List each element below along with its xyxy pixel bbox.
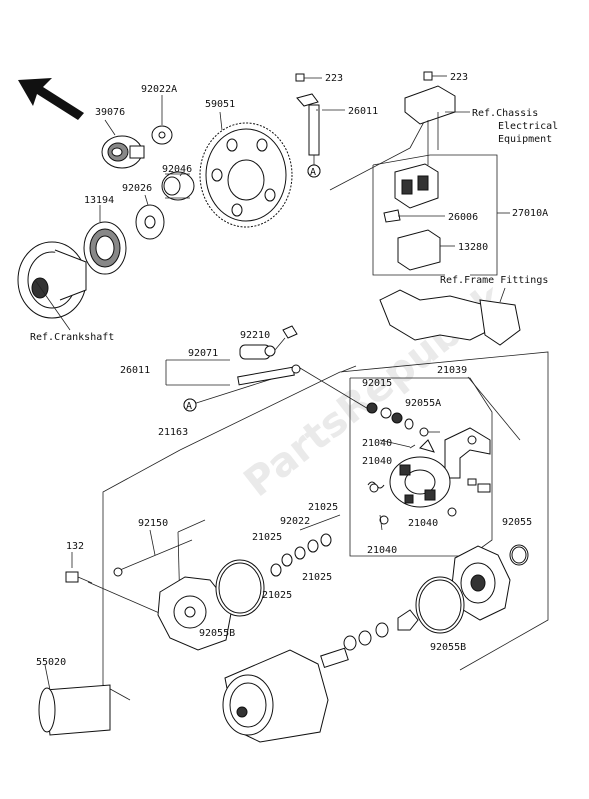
label-132: 132 [66, 541, 84, 552]
ref-chassis-line2: Electrical [498, 121, 558, 132]
brush-holder-plate-21039 [444, 427, 491, 493]
label-21025-d: 21025 [262, 590, 292, 601]
label-92055b-right: 92055B [430, 642, 466, 653]
bolt-223-right [423, 71, 447, 81]
callout-a-upper-label: A [310, 167, 316, 178]
starter-relay-26006 [383, 163, 445, 223]
o-ring-92055 [509, 544, 529, 566]
washers-92015 [366, 402, 440, 437]
o-ring-92055b-left [215, 559, 265, 617]
label-21163: 21163 [158, 427, 188, 438]
o-ring-92055b-right [415, 576, 465, 634]
label-21040-d: 21040 [367, 545, 397, 556]
callout-a-upper [307, 164, 321, 178]
armature-washers [343, 609, 419, 651]
one-way-clutch-13194 [83, 205, 127, 275]
label-92071: 92071 [188, 348, 218, 359]
end-cover-rear [157, 576, 233, 651]
ref-chassis-line1: Ref.Chassis [472, 108, 538, 119]
callout-a-lower [183, 398, 197, 412]
label-92210: 92210 [240, 330, 270, 341]
label-21040-b: 21040 [362, 456, 392, 467]
label-92022a: 92022A [141, 84, 177, 95]
label-21025-a: 21025 [308, 502, 338, 513]
label-21025-c: 21025 [302, 572, 332, 583]
front-arrow-icon [18, 78, 84, 120]
terminal-cap-92071 [239, 325, 298, 360]
label-26011-top: 26011 [348, 106, 378, 117]
ref-frame-fittings: Ref.Frame Fittings [440, 275, 548, 286]
callout-a-lower-label: A [186, 401, 192, 412]
label-92026: 92026 [122, 183, 152, 194]
springs-21040 [367, 439, 457, 531]
label-92055a: 92055A [405, 398, 441, 409]
label-92055: 92055 [502, 517, 532, 528]
label-92022: 92022 [280, 516, 310, 527]
bolt-223-left [295, 73, 322, 82]
flywheel-rotor [17, 241, 87, 331]
through-bolt-92150 [113, 529, 193, 577]
needle-bearing-92046 [161, 171, 195, 201]
relay-cover [404, 85, 470, 165]
label-39076: 39076 [95, 107, 125, 118]
brush-assembly [389, 439, 451, 508]
label-13194: 13194 [84, 195, 114, 206]
label-92150: 92150 [138, 518, 168, 529]
label-92015: 92015 [362, 378, 392, 389]
label-55020: 55020 [36, 657, 66, 668]
frame-bracket [379, 287, 521, 346]
washer-92026 [135, 194, 165, 240]
label-27010a: 27010A [512, 208, 548, 219]
label-21040-c: 21040 [408, 518, 438, 529]
lead-26011-top [296, 93, 345, 178]
label-223-left: 223 [325, 73, 343, 84]
motor-case-55020 [38, 664, 111, 736]
ref-crankshaft: Ref.Crankshaft [30, 332, 114, 343]
bolt-132 [65, 552, 93, 584]
shim-washers [270, 514, 341, 577]
idle-gear-39076 [101, 119, 145, 169]
label-26011-lower: 26011 [120, 365, 150, 376]
starter-motor-yoke [222, 647, 349, 743]
starter-clutch-gear-59051 [199, 111, 293, 228]
label-21039: 21039 [437, 365, 467, 376]
washer-92022a [151, 95, 173, 145]
label-21040-a: 21040 [362, 438, 392, 449]
lead-26011-lower [183, 364, 301, 412]
label-26006: 26006 [448, 212, 478, 223]
ref-chassis-line3: Equipment [498, 134, 552, 145]
label-21025-b: 21025 [252, 532, 282, 543]
relay-boot-13280 [397, 229, 455, 271]
label-13280: 13280 [458, 242, 488, 253]
label-92046: 92046 [162, 164, 192, 175]
label-223-right: 223 [450, 72, 468, 83]
label-92055b-left: 92055B [199, 628, 235, 639]
label-59051: 59051 [205, 99, 235, 110]
